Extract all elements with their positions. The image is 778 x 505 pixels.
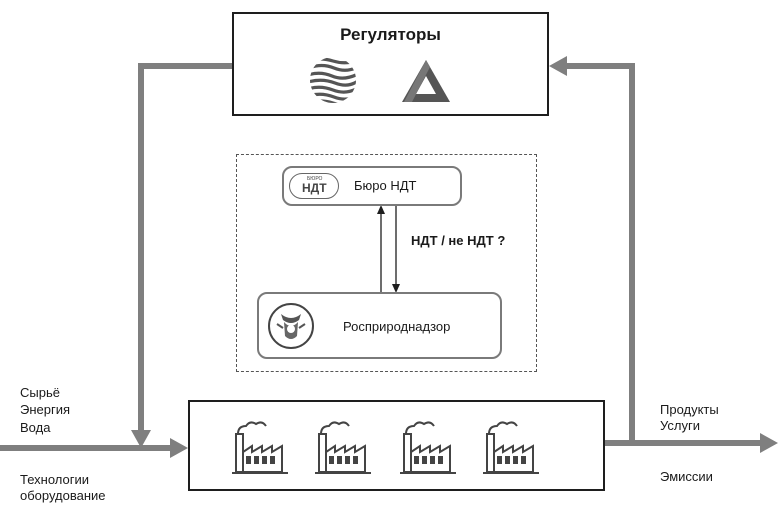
factory-icon xyxy=(400,421,456,474)
factory-icon xyxy=(315,421,371,474)
input-label-water: Вода xyxy=(20,420,51,435)
emblem-icon xyxy=(268,303,314,349)
bureau-box: БЮРО НДТ Бюро НДТ xyxy=(282,166,462,206)
feedback-arrow-left xyxy=(138,63,233,432)
input-label-energy: Энергия xyxy=(20,402,71,417)
production-box xyxy=(188,400,605,491)
supervisor-box: Росприроднадзор xyxy=(257,292,502,359)
bureau-logo-text: НДТ xyxy=(302,181,327,195)
input-label-raw: Сырьё xyxy=(20,385,60,400)
input-arrow-head xyxy=(170,438,188,458)
bureau-logo: БЮРО НДТ xyxy=(289,173,339,199)
regulators-title: Регуляторы xyxy=(340,25,441,44)
output-label-services: Услуги xyxy=(660,418,700,433)
bureau-label: Бюро НДТ xyxy=(354,178,417,193)
supervisor-label: Росприроднадзор xyxy=(343,319,451,334)
question-label: НДТ / не НДТ ? xyxy=(411,233,506,248)
output-label-emissions: Эмиссии xyxy=(660,469,713,484)
institutions-frame xyxy=(236,154,537,372)
output-arrow-head xyxy=(760,433,778,453)
feedback-arrow-right xyxy=(565,63,635,443)
regulators-box: Регуляторы xyxy=(232,12,549,116)
feedback-arrow-right-head xyxy=(549,56,567,76)
triangle-logo-icon xyxy=(402,60,450,102)
technology-label-2: оборудование xyxy=(20,488,106,503)
bureau-logo-small: БЮРО xyxy=(307,176,323,182)
feedback-arrow-left-head xyxy=(131,430,151,448)
factory-icon xyxy=(232,421,288,474)
globe-stripes-icon xyxy=(310,57,356,103)
arrow-up-head xyxy=(377,205,385,214)
output-label-products: Продукты xyxy=(660,402,719,417)
arrow-down-head xyxy=(392,284,400,293)
factory-icon xyxy=(483,421,539,474)
technology-label-1: Технологии xyxy=(20,472,90,487)
